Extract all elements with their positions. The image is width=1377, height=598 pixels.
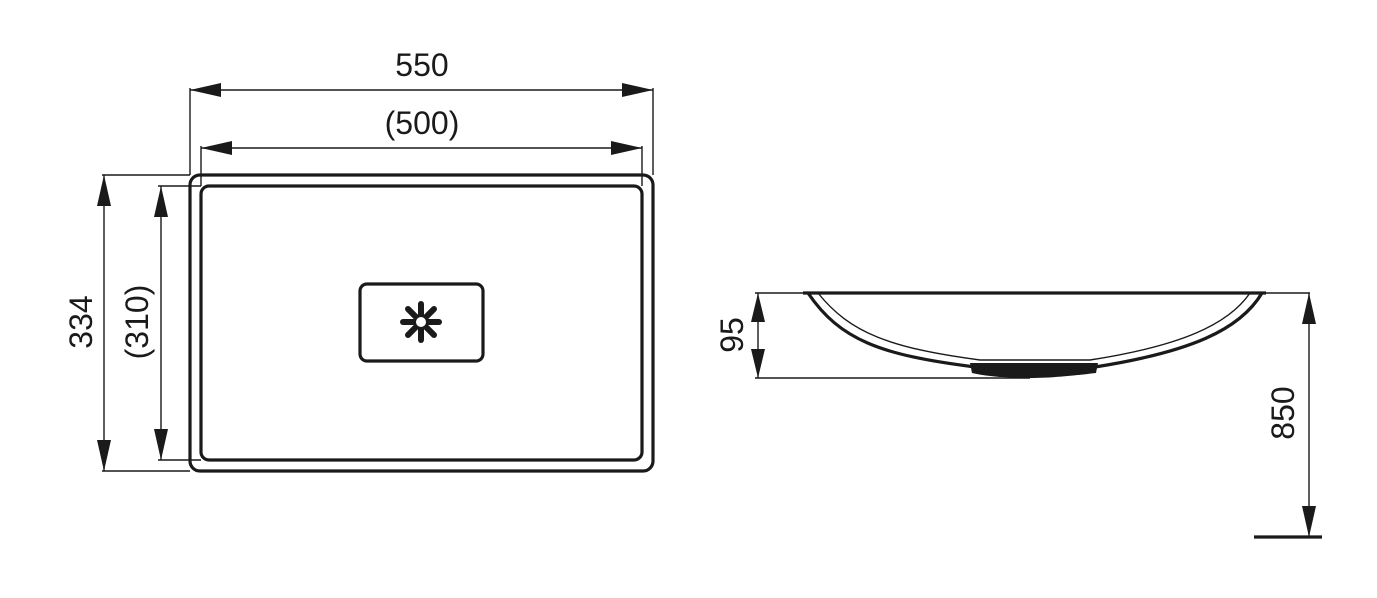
basin-outer-outline — [188, 173, 655, 473]
bowl-height-label: 95 — [714, 317, 750, 353]
drain-body — [970, 363, 1098, 378]
dimension-inner-width: (500) — [200, 105, 643, 186]
drain-cover — [358, 282, 485, 363]
top-view: 550 (500) 334 (310) — [63, 47, 655, 473]
basin-profile-inner — [817, 292, 1251, 361]
outer-depth-label: 334 — [63, 295, 99, 348]
dimension-bowl-height: 95 — [714, 292, 1030, 379]
dimension-outer-width: 550 — [189, 47, 654, 175]
mount-height-label: 850 — [1265, 386, 1301, 439]
basin-profile-outer — [806, 292, 1264, 369]
dimension-outer-depth: 334 — [63, 174, 190, 472]
inner-depth-label: (310) — [119, 285, 155, 360]
outer-width-label: 550 — [395, 47, 448, 83]
drain-flower-icon — [400, 301, 442, 343]
side-view: 95 850 — [714, 291, 1322, 539]
dimension-mount-height: 850 — [1254, 292, 1322, 539]
basin-inner-outline — [199, 184, 644, 462]
dimension-inner-depth: (310) — [119, 185, 201, 461]
inner-width-label: (500) — [385, 105, 460, 141]
